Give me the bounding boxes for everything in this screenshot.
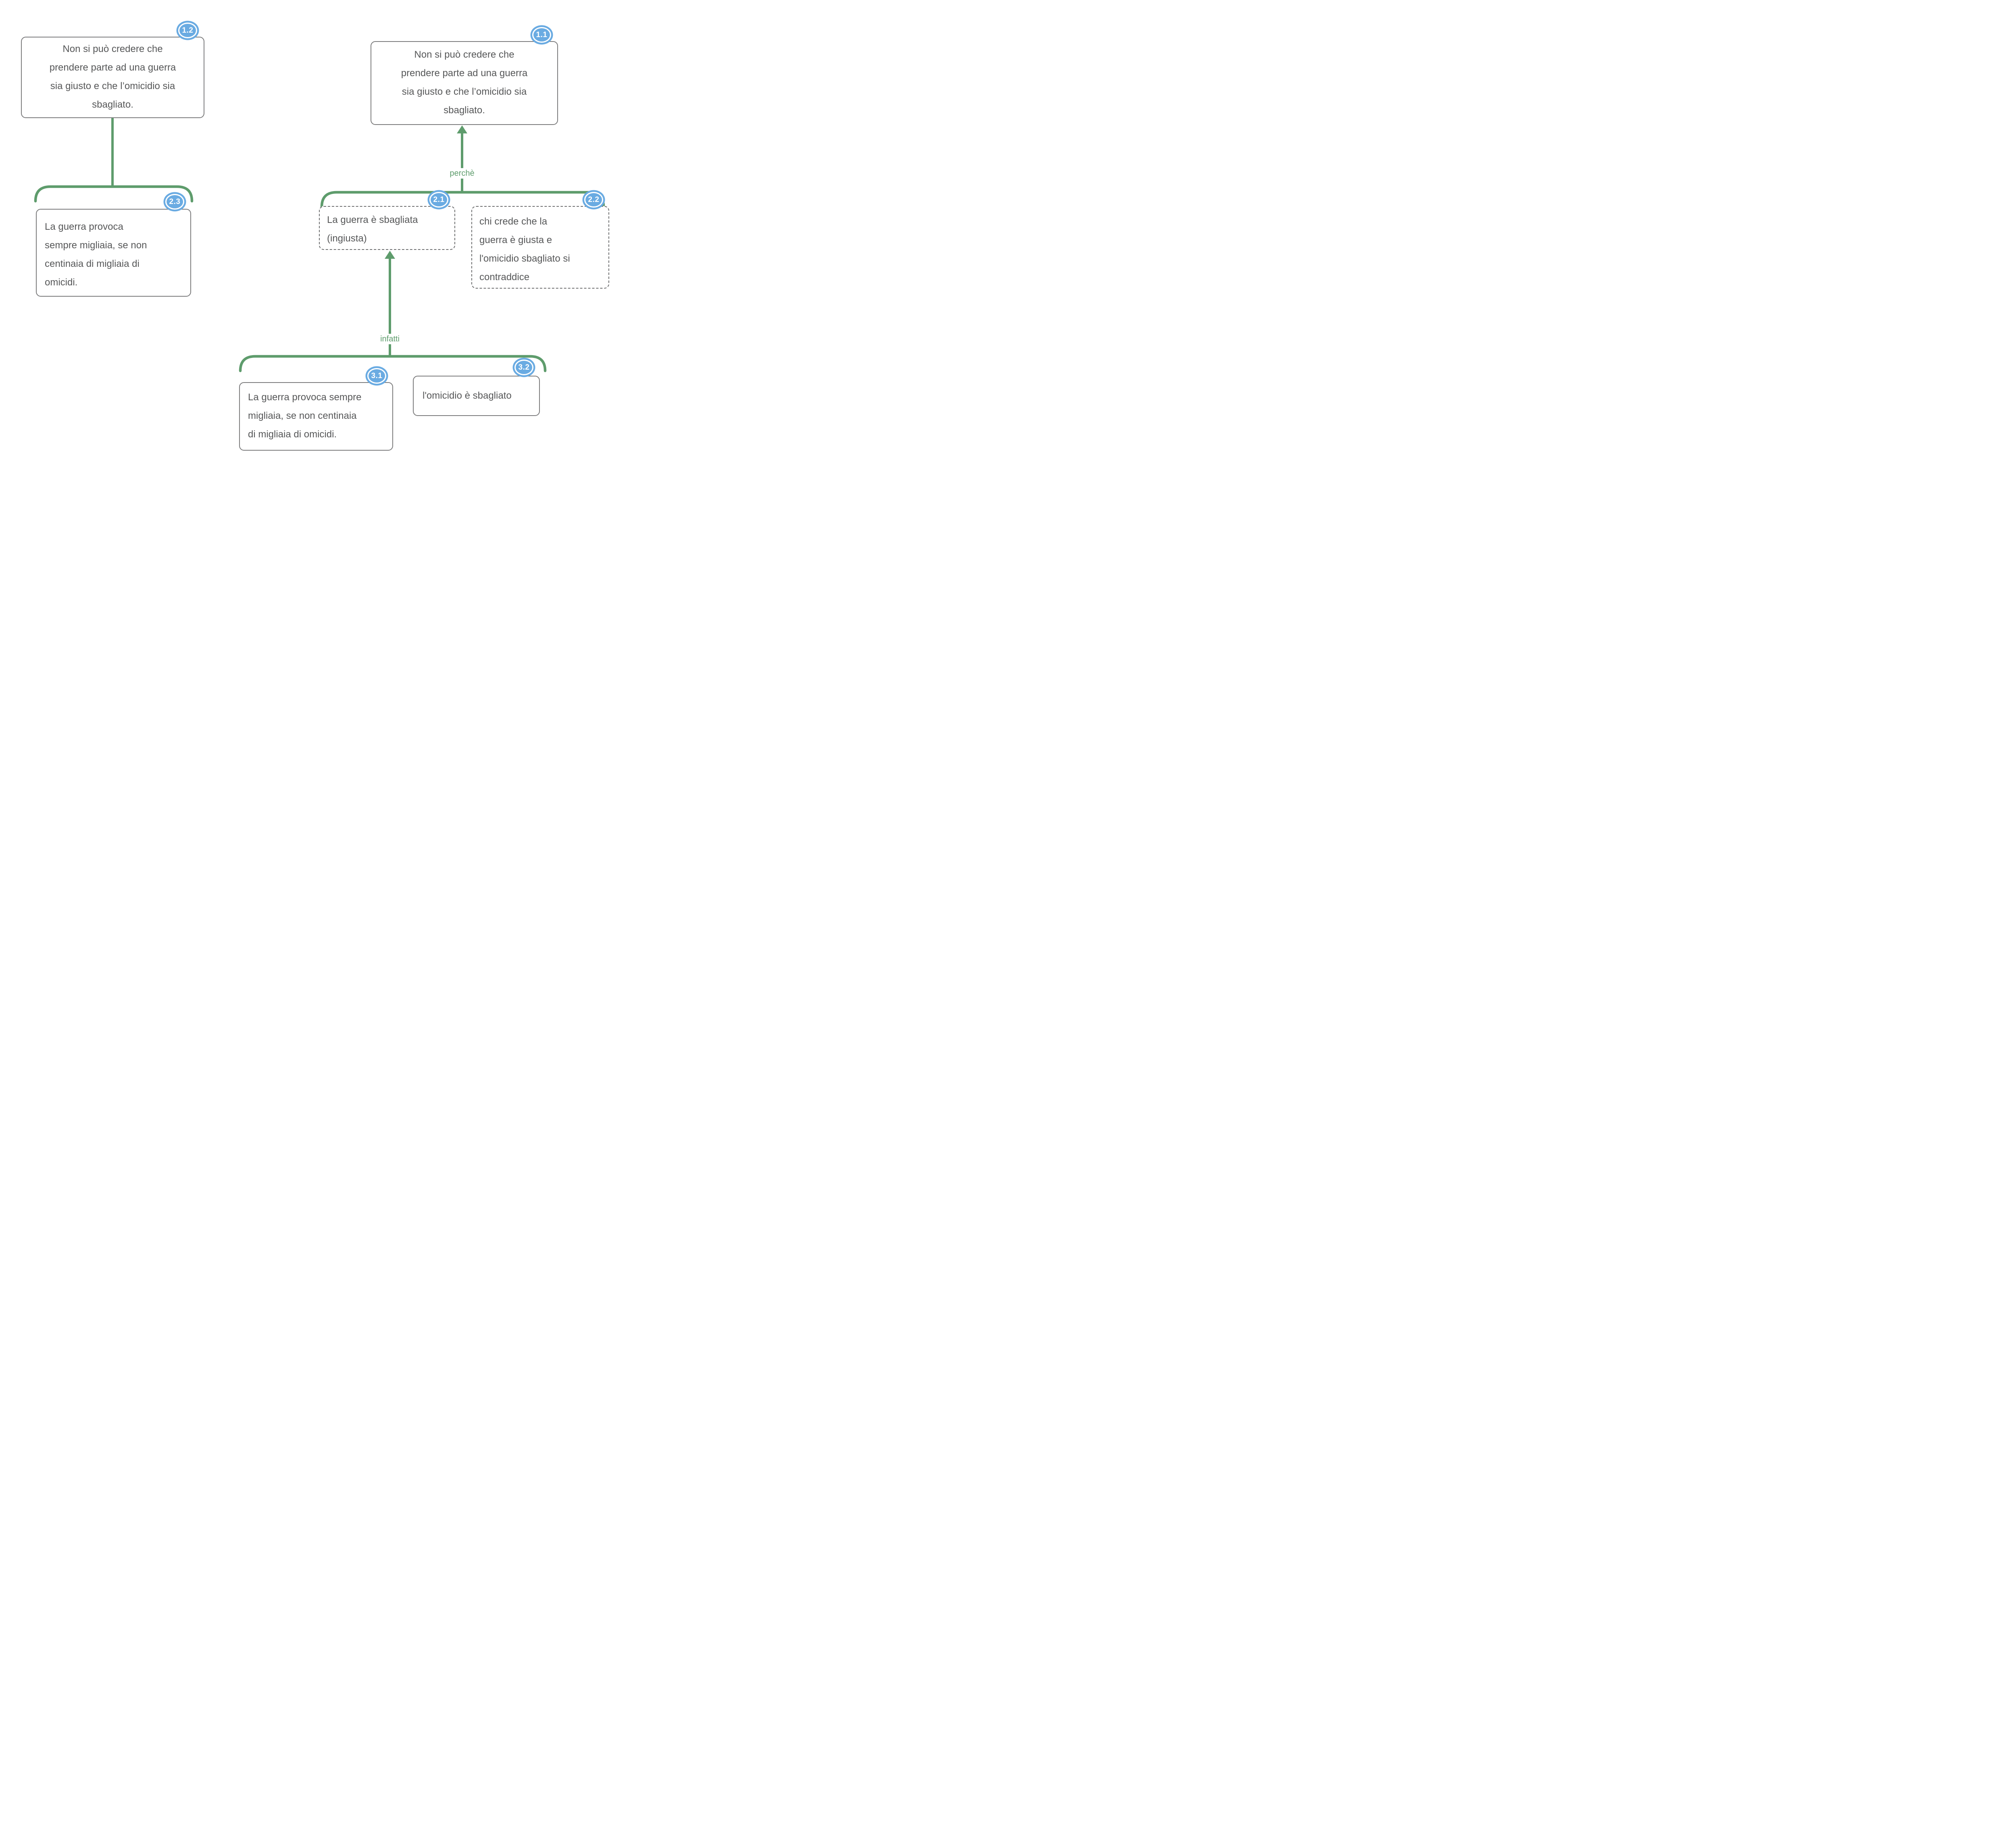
node-badge-2-1: 2.1 bbox=[429, 192, 448, 208]
grouping-bracket-infatti bbox=[239, 355, 547, 372]
node-badge-3-2: 3.2 bbox=[514, 360, 533, 375]
connector-line-left bbox=[111, 118, 114, 186]
node-1-2[interactable]: Non si può credere che prendere parte ad… bbox=[21, 37, 204, 118]
node-1-1[interactable]: Non si può credere che prendere parte ad… bbox=[371, 41, 558, 125]
edge-label-infatti[interactable]: infatti bbox=[377, 334, 403, 344]
arrow-up-icon-infatti bbox=[385, 251, 395, 259]
node-badge-2-3: 2.3 bbox=[165, 194, 184, 210]
node-3-1[interactable]: La guerra provoca sempre migliaia, se no… bbox=[239, 382, 393, 451]
connector-line-perche bbox=[461, 133, 463, 193]
node-2-1[interactable]: La guerra è sbagliata (ingiusta) bbox=[319, 206, 455, 250]
node-badge-1-1: 1.1 bbox=[532, 27, 551, 43]
arrow-up-icon-perche bbox=[457, 125, 467, 133]
connector-line-infatti bbox=[389, 259, 391, 356]
argument-map-canvas: Non si può credere che prendere parte ad… bbox=[0, 0, 625, 456]
node-2-2[interactable]: chi crede che la guerra è giusta e l'omi… bbox=[471, 206, 609, 289]
grouping-bracket-left bbox=[34, 185, 194, 203]
node-badge-1-2: 1.2 bbox=[178, 23, 197, 38]
grouping-bracket-perche bbox=[320, 191, 605, 208]
edge-label-perche[interactable]: perchè bbox=[446, 168, 478, 179]
node-badge-3-1: 3.1 bbox=[367, 368, 386, 384]
node-2-3[interactable]: La guerra provoca sempre migliaia, se no… bbox=[36, 209, 191, 297]
node-3-2[interactable]: l'omicidio è sbagliato bbox=[413, 376, 540, 416]
node-badge-2-2: 2.2 bbox=[584, 192, 603, 208]
